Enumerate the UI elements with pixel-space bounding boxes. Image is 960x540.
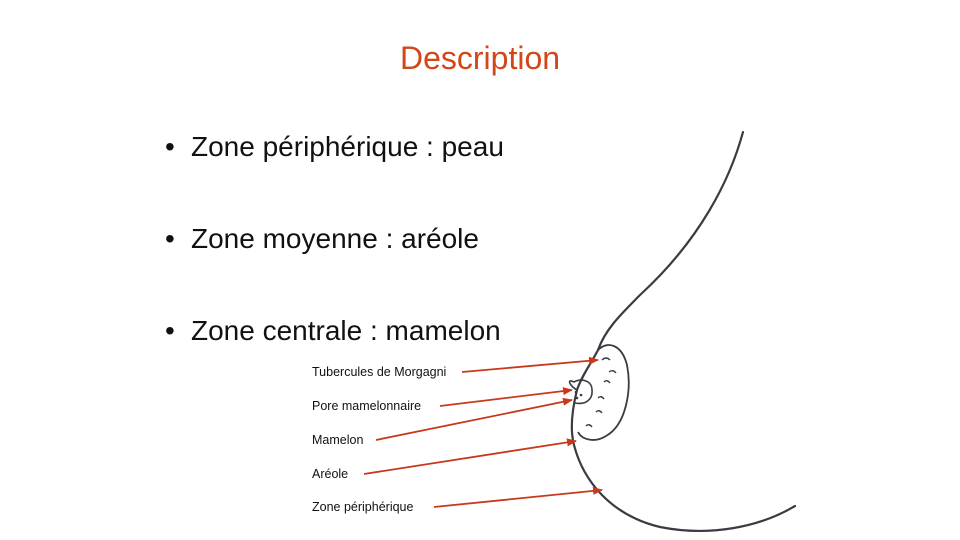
tubercle-mark (595, 410, 603, 414)
bullet-item: • Zone périphérique : peau (165, 128, 504, 220)
nipple-outline (568, 379, 593, 405)
breast-outline (570, 130, 797, 532)
tubercle-mark (585, 424, 593, 428)
slide-title: Description (399, 40, 561, 76)
bullet-dot: • (165, 315, 175, 346)
arrow-tubercules (461, 356, 599, 373)
bullet-text: Zone centrale : mamelon (191, 315, 501, 346)
bullet-dot: • (165, 131, 175, 162)
arrow-pore (439, 387, 573, 407)
tubercle-mark (597, 396, 605, 400)
arrow-areole (363, 438, 577, 475)
bullet-dot: • (165, 223, 175, 254)
label-areole: Aréole (312, 467, 349, 481)
label-pore-mamelonnaire: Pore mamelonnaire (312, 399, 422, 413)
tubercle-mark (608, 370, 617, 374)
tubercle-mark (601, 357, 611, 361)
tubercle-mark (603, 380, 611, 384)
nipple-pore-dot (575, 396, 579, 400)
nipple-pore-dot (579, 393, 583, 397)
arrow-zone-peripherique (433, 486, 603, 508)
areola-outline (577, 344, 630, 441)
bullet-text: Zone moyenne : aréole (191, 223, 479, 254)
bullet-item: • Zone moyenne : aréole (165, 220, 504, 312)
bullet-text: Zone périphérique : peau (191, 131, 504, 162)
label-tubercules-de-morgagni: Tubercules de Morgagni (312, 365, 447, 379)
label-mamelon: Mamelon (312, 433, 364, 447)
nipple-pore-dot (574, 390, 578, 394)
bullet-list: • Zone périphérique : peau • Zone moyenne … (165, 128, 504, 404)
arrow-mamelon (375, 397, 573, 441)
bullet-item: • Zone centrale : mamelon (165, 312, 504, 404)
label-zone-peripherique: Zone périphérique (312, 500, 414, 514)
